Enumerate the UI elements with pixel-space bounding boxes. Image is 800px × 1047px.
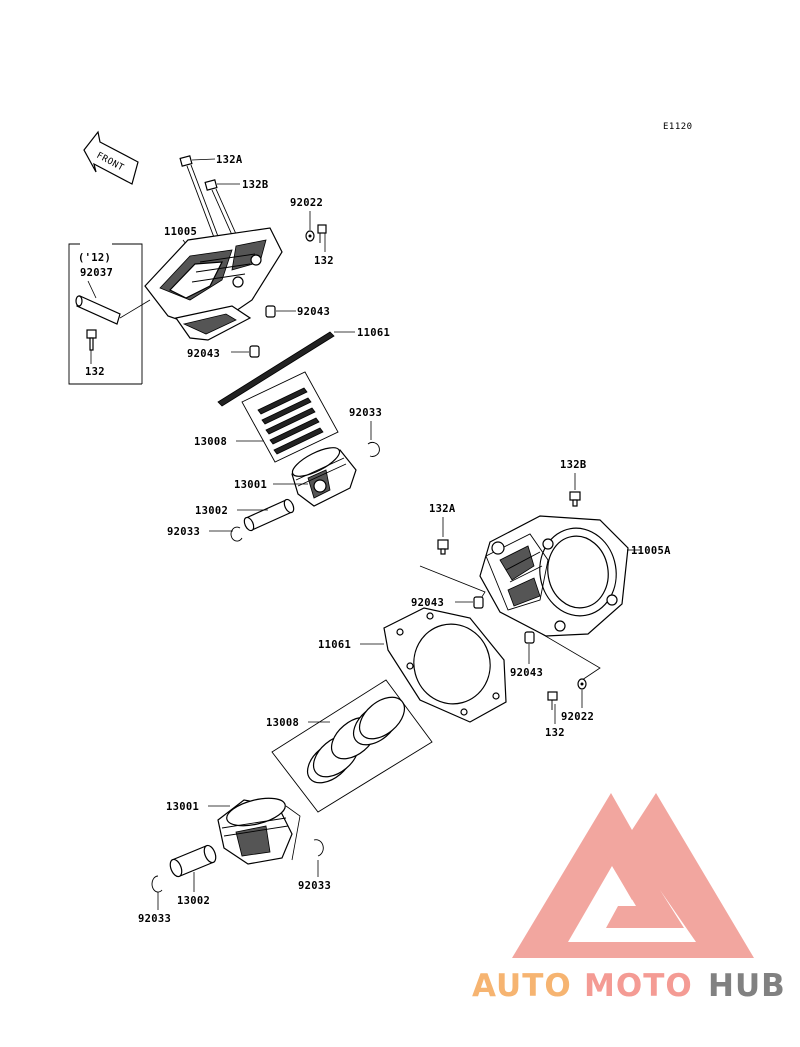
watermark-hub: HUB <box>708 968 786 1004</box>
piston-pin-lower-icon <box>169 844 217 878</box>
washer-icon <box>305 230 315 242</box>
label-92043-upper-1: 92043 <box>297 306 330 318</box>
bolt-132a-icon <box>179 155 220 241</box>
watermark-auto: AUTO <box>472 968 572 1004</box>
front-inset-box: ('12) 92037 132 <box>68 243 143 385</box>
label-11005: 11005 <box>164 226 197 238</box>
label-13001-lower: 13001 <box>166 801 199 813</box>
dowel-pin-icon <box>265 305 276 318</box>
washer-icon <box>577 678 587 690</box>
inset-year: ('12) <box>78 252 111 264</box>
label-11061-lower: 11061 <box>318 639 351 651</box>
automotohub-logo-icon <box>512 793 754 958</box>
label-92033-upper-right: 92033 <box>349 407 382 419</box>
label-13002-upper: 13002 <box>195 505 228 517</box>
piston-lower-icon <box>217 797 293 865</box>
label-132b-upper: 132B <box>242 179 269 191</box>
front-arrow-icon: FRONT <box>83 130 139 185</box>
label-132b-lower: 132B <box>560 459 587 471</box>
cylinder-upper-icon <box>144 227 283 341</box>
upper-assembly: ('12) 92037 132 132A <box>68 154 390 542</box>
label-92033-upper-left: 92033 <box>167 526 200 538</box>
label-92037: 92037 <box>80 267 113 279</box>
bolt-132a-lower-icon <box>437 539 449 555</box>
label-132a-lower: 132A <box>429 503 456 515</box>
label-92022-lower: 92022 <box>561 711 594 723</box>
label-11005a: 11005A <box>631 545 671 557</box>
piston-rings-lower-icon <box>271 679 433 813</box>
label-92022-upper: 92022 <box>290 197 323 209</box>
piston-rings-upper-icon <box>241 371 339 463</box>
label-92033-lower-right: 92033 <box>298 880 331 892</box>
label-11061-upper: 11061 <box>357 327 390 339</box>
gasket-upper-icon <box>217 331 335 407</box>
dowel-pin-icon <box>473 596 484 609</box>
circlip-icon <box>230 526 243 542</box>
label-132-upper: 132 <box>314 255 334 267</box>
automotohub-watermark: AUTO MOTO HUB <box>472 793 786 1004</box>
bolt-132b-lower-icon <box>569 491 581 507</box>
label-92043-upper-2: 92043 <box>187 348 220 360</box>
dowel-pin-icon <box>524 631 535 644</box>
label-92043-lower-1: 92043 <box>411 597 444 609</box>
label-132a-upper: 132A <box>216 154 243 166</box>
bolt-icon <box>86 329 97 351</box>
dowel-pin-icon <box>249 345 260 358</box>
circlip-icon <box>367 442 380 457</box>
label-13008-lower: 13008 <box>266 717 299 729</box>
label-132-lower: 132 <box>545 727 565 739</box>
label-13001-upper: 13001 <box>234 479 267 491</box>
breather-tube-icon <box>75 295 121 325</box>
piston-upper-icon <box>291 447 357 507</box>
gasket-lower-icon <box>383 607 507 723</box>
label-92033-lower-left: 92033 <box>138 913 171 925</box>
lower-assembly: 132B 132A 11005A <box>138 459 671 925</box>
label-132-inset: 132 <box>85 366 105 378</box>
diagram-code: E1120 <box>663 122 693 132</box>
small-bolt-icon <box>317 224 327 243</box>
label-13008-upper: 13008 <box>194 436 227 448</box>
small-bolt-icon <box>547 691 558 710</box>
circlip-icon <box>313 839 324 857</box>
watermark-moto: MOTO <box>584 968 693 1004</box>
cylinder-lower-icon <box>479 515 629 637</box>
label-92043-lower-2: 92043 <box>510 667 543 679</box>
circlip-icon <box>151 875 163 893</box>
piston-pin-upper-icon <box>243 498 295 532</box>
label-13002-lower: 13002 <box>177 895 210 907</box>
